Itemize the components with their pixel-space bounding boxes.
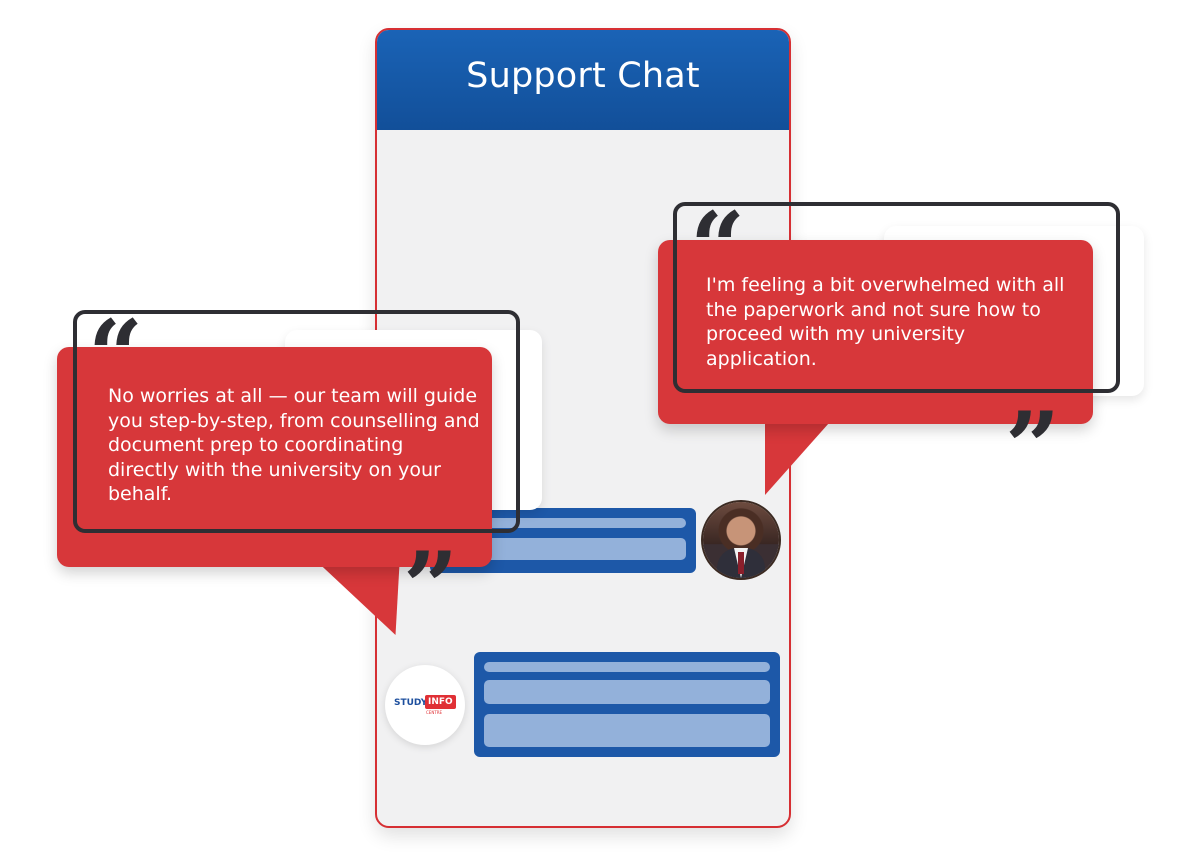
agent-avatar-logo: STUDY INFO CENTRE (385, 665, 465, 745)
open-quote-icon: “ (88, 299, 144, 412)
close-quote-icon: ” (1005, 391, 1061, 504)
user-avatar (703, 502, 779, 578)
logo-word-study: STUDY (394, 698, 428, 708)
logo-word-centre: CENTRE (426, 710, 443, 715)
placeholder-line (484, 714, 770, 747)
agent-message-text: No worries at all — our team will guide … (108, 385, 480, 505)
placeholder-line (440, 538, 686, 560)
bubble-outline (73, 310, 520, 533)
placeholder-line (484, 662, 770, 672)
user-message-text: I'm feeling a bit overwhelmed with all t… (706, 274, 1065, 370)
bubble-tail (310, 555, 400, 635)
placeholder-line (484, 680, 770, 704)
chat-header: Support Chat (377, 30, 789, 130)
logo-word-info: INFO (425, 695, 456, 709)
study-info-centre-logo: STUDY INFO CENTRE (394, 695, 456, 715)
bubble-body (658, 240, 1093, 424)
close-quote-icon: ” (403, 531, 459, 644)
bubble-outline (673, 202, 1120, 393)
placeholder-line (440, 518, 686, 528)
avatar-tie (738, 552, 744, 574)
agent-message-placeholder (474, 652, 780, 757)
chat-title: Support Chat (466, 56, 700, 96)
open-quote-icon: “ (690, 191, 746, 304)
